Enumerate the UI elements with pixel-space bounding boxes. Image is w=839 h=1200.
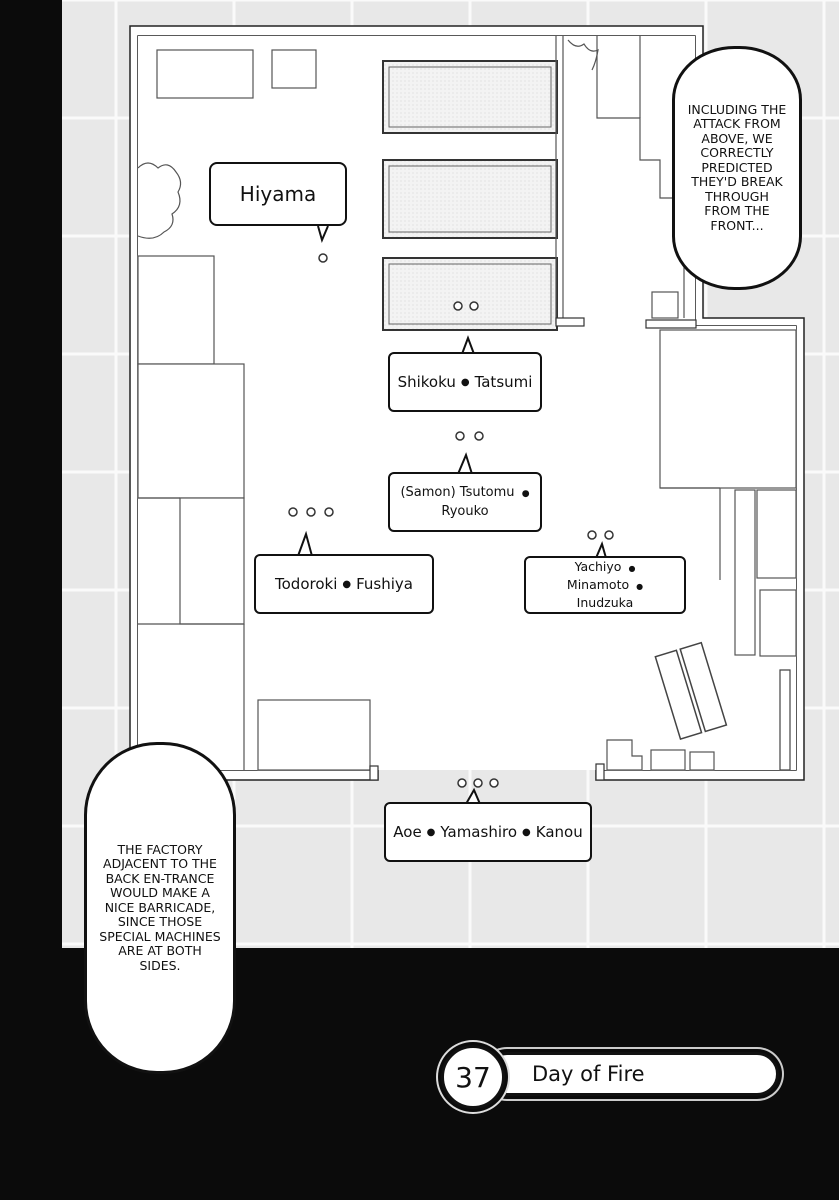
label-text: Hiyama <box>239 182 317 206</box>
position-marker <box>473 778 483 788</box>
label-shikoku-tatsumi: Shikoku ● Tatsumi <box>388 352 542 412</box>
bullet-dot: ● <box>521 489 530 499</box>
position-marker <box>474 431 484 441</box>
label-text: Fushiya <box>356 575 413 593</box>
chapter-title-bar: Day of Fire <box>485 1052 779 1096</box>
position-marker <box>455 431 465 441</box>
position-marker <box>324 507 334 517</box>
chapter-number: 37 <box>455 1060 491 1094</box>
label-todoroki-fushiya: Todoroki ● Fushiya <box>254 554 434 614</box>
bullet-dot: ● <box>426 826 436 838</box>
label-yachiyo-minamoto-inudzuka: Yachiyo ● Minamoto ● Inudzuka <box>524 556 686 614</box>
label-aoe-yamashiro-kanou: Aoe ● Yamashiro ● Kanou <box>384 802 592 862</box>
position-marker <box>457 778 467 788</box>
position-marker <box>453 301 463 311</box>
position-marker <box>288 507 298 517</box>
narration-bubble-bottom-left: The factory adjacent to the back en-tran… <box>84 742 236 1074</box>
label-samon-tsutomu-ryouko: (Samon) Tsutomu ● Ryouko <box>388 472 542 532</box>
position-marker <box>469 301 479 311</box>
position-marker <box>489 778 499 788</box>
bullet-dot: ● <box>628 564 636 573</box>
narration-bubble-top-right: Including the attack from above, we corr… <box>672 46 802 290</box>
label-text: Minamoto <box>566 577 630 592</box>
chapter-heading: Day of Fire 37 <box>441 1045 779 1109</box>
label-text: Shikoku <box>397 373 456 391</box>
label-text: Yamashiro <box>440 823 518 841</box>
bullet-dot: ● <box>342 578 352 590</box>
label-text: Tatsumi <box>474 373 533 391</box>
narration-text: Including the attack from above, we corr… <box>687 101 787 233</box>
label-text: Aoe <box>393 823 422 841</box>
position-marker <box>604 530 614 540</box>
label-text: Yachiyo <box>574 559 622 574</box>
position-marker <box>306 507 316 517</box>
narration-text: The factory adjacent to the back en-tran… <box>99 841 221 973</box>
chapter-number-badge: 37 <box>441 1045 505 1109</box>
bullet-dot: ● <box>460 376 470 388</box>
label-text: Inudzuka <box>576 595 634 610</box>
bullet-dot: ● <box>522 826 531 838</box>
position-marker <box>318 253 328 263</box>
label-text: (Samon) Tsutomu <box>400 485 515 500</box>
label-text: Kanou <box>535 823 583 841</box>
bullet-dot: ● <box>636 582 644 591</box>
label-hiyama: Hiyama <box>209 162 347 226</box>
label-text: Todoroki <box>275 575 338 593</box>
chapter-title: Day of Fire <box>532 1062 645 1086</box>
position-marker <box>587 530 597 540</box>
label-text: Ryouko <box>441 504 489 519</box>
